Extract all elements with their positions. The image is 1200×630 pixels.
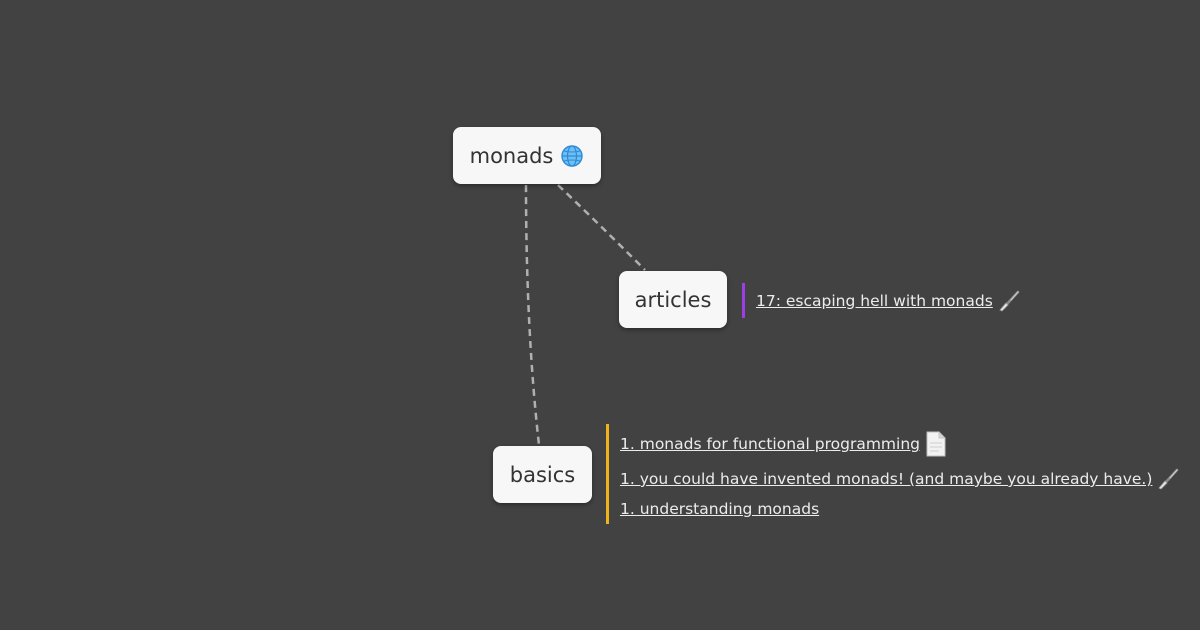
edge-root-articles [557,184,646,271]
link-text: 1. understanding monads [620,500,820,518]
node-monads-label: monads [469,143,554,168]
link-you-could-have-invented-monads[interactable]: 1. you could have invented monads! (and … [620,462,1180,496]
node-basics[interactable]: basics [493,446,592,503]
basics-link-list: 1. monads for functional programming 1. … [606,424,1180,524]
node-monads[interactable]: monads [453,127,601,184]
link-monads-for-functional-programming[interactable]: 1. monads for functional programming [620,426,1180,462]
link-understanding-monads[interactable]: 1. understanding monads [620,496,1180,522]
brush-icon [997,289,1021,313]
link-text: 17: escaping hell with monads [756,291,993,310]
link-escaping-hell-with-monads[interactable]: 17: escaping hell with monads [756,283,1021,318]
node-articles-label: articles [634,287,712,312]
link-text: 1. monads for functional programming [620,435,920,453]
document-icon [924,431,948,457]
node-articles[interactable]: articles [619,271,727,328]
articles-link-list: 17: escaping hell with monads [742,283,1021,318]
link-text: 1. you could have invented monads! (and … [620,470,1153,488]
brush-icon [1156,467,1180,491]
globe-icon [560,144,584,168]
edge-root-basics [524,184,541,446]
node-basics-label: basics [509,462,576,487]
